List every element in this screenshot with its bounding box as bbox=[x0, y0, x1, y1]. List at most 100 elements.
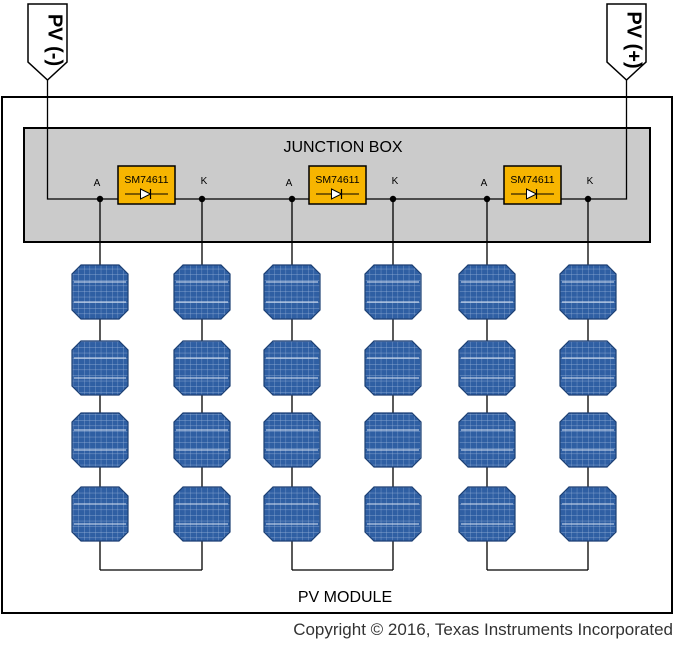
cell-panel bbox=[559, 412, 617, 468]
cathode-label: K bbox=[587, 176, 594, 187]
cell-busbar bbox=[461, 503, 513, 525]
solar-cell bbox=[364, 340, 422, 396]
solar-cell bbox=[173, 340, 231, 396]
pv-positive-terminal: PV (+) bbox=[606, 3, 647, 82]
cell-panel bbox=[173, 264, 231, 320]
solar-cell bbox=[71, 412, 129, 468]
cell-busbar bbox=[367, 281, 419, 303]
cell-panel bbox=[364, 264, 422, 320]
cell-panel bbox=[263, 340, 321, 396]
solar-cell bbox=[458, 486, 516, 542]
cell-busbar bbox=[74, 281, 126, 303]
cathode-label: K bbox=[201, 176, 208, 187]
solar-cell bbox=[263, 264, 321, 320]
diode-part-number: SM74611 bbox=[315, 174, 359, 186]
pv-negative-label: PV (-) bbox=[44, 14, 66, 66]
diode-symbol-icon bbox=[140, 188, 152, 200]
cell-busbar bbox=[266, 357, 318, 379]
cell-panel bbox=[263, 486, 321, 542]
solar-cell bbox=[71, 264, 129, 320]
cell-busbar bbox=[562, 357, 614, 379]
diode-part-number: SM74611 bbox=[124, 174, 168, 186]
cell-panel bbox=[458, 340, 516, 396]
cell-busbar bbox=[266, 503, 318, 525]
cell-panel bbox=[458, 412, 516, 468]
diode-symbol-icon bbox=[526, 188, 538, 200]
pv-negative-terminal: PV (-) bbox=[27, 3, 68, 82]
cell-busbar bbox=[266, 429, 318, 451]
cell-panel bbox=[559, 264, 617, 320]
cell-panel bbox=[173, 340, 231, 396]
solar-cell bbox=[71, 486, 129, 542]
anode-label: A bbox=[286, 178, 293, 189]
junction-dot bbox=[584, 195, 592, 203]
junction-dot bbox=[198, 195, 206, 203]
junction-dot bbox=[483, 195, 491, 203]
junction-box-label: JUNCTION BOX bbox=[283, 139, 402, 156]
junction-dot bbox=[288, 195, 296, 203]
cell-busbar bbox=[461, 281, 513, 303]
solar-cell bbox=[364, 412, 422, 468]
cell-panel bbox=[173, 412, 231, 468]
bypass-diode-2: SM74611 A K bbox=[286, 165, 399, 205]
solar-cell bbox=[71, 340, 129, 396]
diode-body bbox=[117, 165, 176, 205]
cell-panel bbox=[71, 412, 129, 468]
junction-dot bbox=[389, 195, 397, 203]
solar-cell bbox=[458, 340, 516, 396]
solar-cell bbox=[364, 486, 422, 542]
pv-module-label: PV MODULE bbox=[298, 589, 392, 606]
cell-panel bbox=[458, 264, 516, 320]
cell-busbar bbox=[367, 503, 419, 525]
cell-busbar bbox=[176, 429, 228, 451]
cell-panel bbox=[71, 264, 129, 320]
cell-busbar bbox=[74, 503, 126, 525]
cell-busbar bbox=[176, 281, 228, 303]
cell-busbar bbox=[461, 429, 513, 451]
solar-cell bbox=[559, 340, 617, 396]
bypass-diode-1: SM74611 A K bbox=[94, 165, 208, 205]
cell-busbar bbox=[367, 357, 419, 379]
cell-busbar bbox=[562, 503, 614, 525]
cell-busbar bbox=[176, 503, 228, 525]
cell-panel bbox=[173, 486, 231, 542]
solar-cell bbox=[173, 412, 231, 468]
solar-cell bbox=[263, 340, 321, 396]
cell-busbar bbox=[266, 281, 318, 303]
cell-busbar bbox=[562, 429, 614, 451]
solar-cell bbox=[559, 412, 617, 468]
solar-cells bbox=[71, 264, 617, 542]
cell-panel bbox=[364, 412, 422, 468]
cell-panel bbox=[263, 264, 321, 320]
solar-cell bbox=[458, 264, 516, 320]
cell-panel bbox=[559, 340, 617, 396]
cell-busbar bbox=[367, 429, 419, 451]
cell-busbar bbox=[562, 281, 614, 303]
solar-cell bbox=[458, 412, 516, 468]
cell-panel bbox=[71, 340, 129, 396]
wire bbox=[561, 80, 628, 200]
cell-panel bbox=[71, 486, 129, 542]
cathode-label: K bbox=[392, 176, 399, 187]
cell-panel bbox=[364, 486, 422, 542]
junction-dots bbox=[96, 195, 592, 203]
solar-cell bbox=[559, 486, 617, 542]
diode-symbol-icon bbox=[331, 188, 343, 200]
solar-cell bbox=[263, 486, 321, 542]
diode-body bbox=[308, 165, 367, 205]
wire bbox=[46, 80, 118, 200]
solar-cell bbox=[263, 412, 321, 468]
solar-cell bbox=[173, 486, 231, 542]
junction-dot bbox=[96, 195, 104, 203]
cell-busbar bbox=[176, 357, 228, 379]
cell-panel bbox=[364, 340, 422, 396]
anode-label: A bbox=[94, 178, 101, 189]
cell-busbar bbox=[461, 357, 513, 379]
cell-panel bbox=[559, 486, 617, 542]
cell-busbar bbox=[74, 357, 126, 379]
anode-label: A bbox=[481, 178, 488, 189]
copyright-text: Copyright © 2016, Texas Instruments Inco… bbox=[293, 620, 673, 639]
